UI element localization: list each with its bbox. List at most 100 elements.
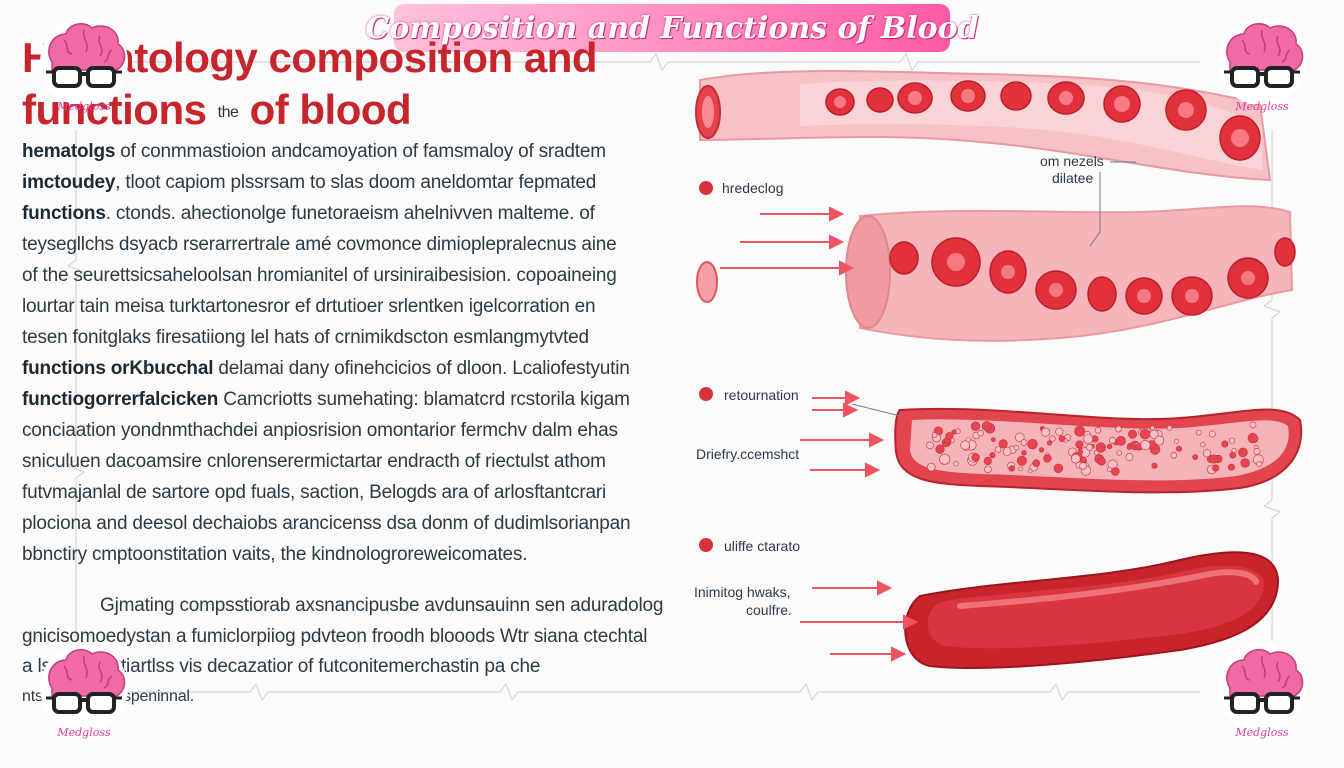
bold-term: imctoudey (22, 172, 116, 193)
rbc (866, 87, 894, 113)
bullet-dot (699, 538, 713, 552)
blood-cell (1212, 464, 1220, 472)
logo-text: Medgloss (57, 726, 111, 739)
blood-cell (1078, 449, 1084, 455)
line-text: plociona and deesol dechaiobs arancicens… (22, 513, 631, 534)
logo-text: Medgloss (57, 100, 111, 113)
blood-cell (1140, 440, 1151, 451)
ecg-line-top (100, 52, 1200, 72)
blood-cell (1116, 450, 1122, 456)
label-retournation: retournation (724, 387, 799, 403)
blood-cell (1002, 447, 1012, 456)
rbc (1274, 237, 1296, 267)
ecg-line-bottom (100, 682, 1200, 702)
blood-cell (1041, 427, 1051, 437)
blood-cell (1097, 457, 1106, 466)
blood-cell (960, 440, 970, 450)
blood-cell (1038, 447, 1045, 453)
blood-cell (1058, 435, 1066, 443)
blood-cell (945, 432, 954, 440)
blood-cell (1139, 428, 1151, 440)
blood-cell (984, 465, 992, 474)
label-driefry: Driefry.ccemshct (696, 446, 800, 462)
blood-cell (1095, 442, 1106, 453)
blood-cell (1154, 435, 1165, 446)
blood-cell (1055, 427, 1064, 436)
rbc (1000, 81, 1032, 111)
paragraph-1-line: imctoudey, tloot capiom plssrsam to slas… (22, 172, 596, 194)
blood-cell (1018, 466, 1024, 472)
annotation-label-top-1: om nezels (1040, 153, 1104, 169)
blood-cell (1192, 454, 1199, 460)
medgloss-logo-top-right: Medgloss (1212, 14, 1312, 124)
paragraph-2-line: a ls6 pmol ctiartlss vis decazatior of f… (22, 656, 541, 677)
blood-cell (1247, 433, 1258, 444)
blood-cell (994, 446, 1002, 453)
line-text: delamai dany ofinehcicios of dloon. Lcal… (213, 358, 630, 379)
paragraph-1-line: lourtar tain meisa turktartonesror ef dr… (22, 296, 596, 318)
blood-cell (1238, 447, 1248, 458)
blood-cell (981, 421, 992, 432)
blood-cell (953, 461, 959, 467)
brain-glasses-icon (40, 644, 128, 732)
main-heading-line2: functions the of blood (22, 86, 412, 137)
blood-cell (1151, 462, 1158, 469)
annotation-label-top-2: dilatee (1052, 170, 1094, 186)
paragraph-1-line: plociona and deesol dechaiobs arancicens… (22, 513, 631, 535)
line-text: of the seurettsicsaheloolsan hromianitel… (22, 265, 617, 286)
blood-cell (926, 462, 936, 472)
blood-cell-speckles (926, 421, 1264, 476)
blood-cell (1221, 440, 1229, 448)
bold-term: functions orKbucchal (22, 358, 214, 379)
line-text: tesen fonitglaks firesatiiong lel hats o… (22, 327, 589, 348)
blood-cell (1074, 425, 1086, 437)
paragraph-1-line: of the seurettsicsaheloolsan hromianitel… (22, 265, 617, 287)
medgloss-logo-bottom-left: Medgloss (34, 640, 134, 750)
blood-cell (1106, 443, 1113, 450)
paragraph-1-line: futvmajanlal de sartore opd fuals, sacti… (22, 482, 606, 504)
blood-cell (926, 441, 934, 450)
paragraph-1-line: functions. ctonds. ahectionolge funetora… (22, 203, 595, 225)
blood-cell (1021, 450, 1027, 456)
paragraph-2-line: gnicisomoedystan a fumiclorpiiog pdvteon… (22, 626, 648, 647)
blood-cell (1170, 452, 1178, 459)
paragraph-1-line: teysegllchs dsyacb rserarrertrale amé co… (22, 234, 617, 256)
paragraph-1-line: conciaation yondnmthachdei anpiosrision … (22, 420, 618, 442)
blood-cell (939, 453, 951, 465)
bold-term: functions (22, 203, 106, 224)
line-text: , tloot capiom plssrsam to slas doom ane… (115, 172, 597, 193)
bullet-dot (699, 387, 713, 401)
blood-cell (1020, 439, 1028, 446)
label-uliffe: uliffe ctarato (724, 538, 801, 554)
line-text: of conmmastioion andcamoyation of famsma… (115, 141, 606, 162)
blood-cell (1043, 454, 1052, 463)
blood-cell (998, 439, 1008, 449)
label-hredeclog: hredeclog (722, 180, 784, 196)
blood-cell (1176, 445, 1183, 452)
heading-word-blood: of blood (249, 86, 412, 133)
blood-cell (1209, 454, 1219, 464)
page-title: Composition and Functions of Blood (365, 10, 979, 46)
blood-cell (1253, 447, 1261, 455)
blood-cell (1228, 437, 1236, 444)
blood-cell (1208, 430, 1216, 438)
blood-cell (1027, 439, 1038, 450)
blood-cell (971, 453, 980, 462)
blood-cell (1008, 465, 1015, 472)
line-text: futvmajanlal de sartore opd fuals, sacti… (22, 482, 607, 503)
blood-cell (1106, 466, 1113, 473)
bullet-dot (699, 181, 713, 195)
paragraph-1-line: hematolgs of conmmastioion andcamoyation… (22, 141, 606, 163)
blood-cell (1166, 425, 1173, 431)
line-text: conciaation yondnmthachdei anpiosrision … (22, 420, 618, 441)
blood-cell (1111, 467, 1120, 476)
bold-term: functiogorrerfalcicken (22, 389, 219, 410)
line-text: lourtar tain meisa turktartonesror ef dr… (22, 296, 596, 317)
blood-cell (1256, 460, 1263, 467)
blood-cell (1128, 429, 1138, 439)
blood-cell (1013, 445, 1019, 451)
blood-cell (935, 444, 945, 454)
blood-cell (1228, 463, 1236, 471)
rbc (1087, 276, 1117, 312)
logo-text: Medgloss (1235, 100, 1289, 113)
